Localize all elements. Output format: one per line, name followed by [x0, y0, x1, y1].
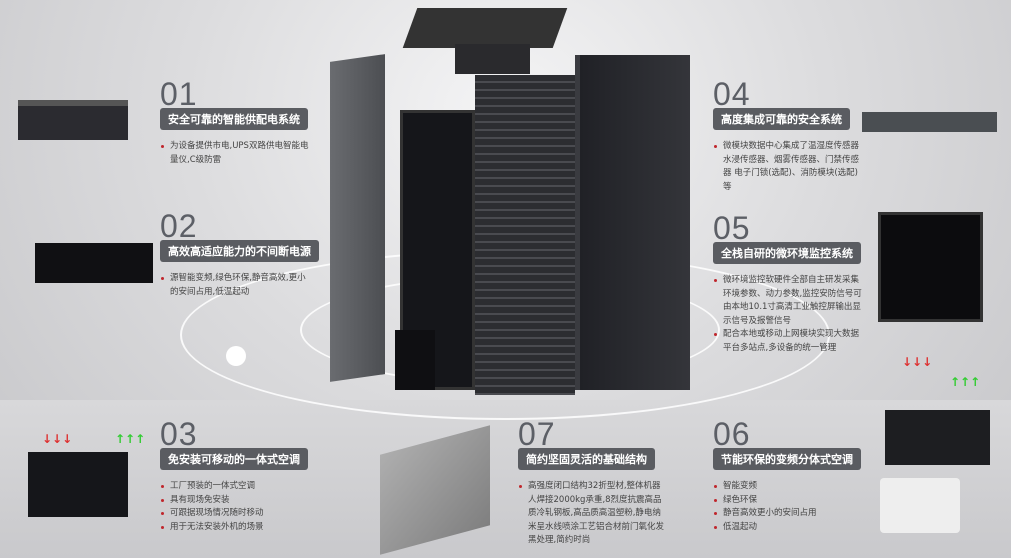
section-07: 07 简约坚固灵活的基础结构 高强度闭口结构32折型材,整体机器人焊接2000k… [518, 416, 668, 548]
split-ac-outdoor-image [880, 478, 960, 533]
bullet: 静音高效更小的安间占用 [713, 507, 863, 521]
cold-arrow-icon: ↑↑↑ [115, 432, 146, 446]
pdu-image [18, 100, 128, 140]
section-number: 07 [518, 416, 556, 452]
hot-arrow-icon: ↓↓↓ [42, 432, 73, 446]
section-title: 高效高适应能力的不间断电源 [160, 240, 319, 262]
bullet: 用于无法安装外机的场景 [160, 521, 310, 535]
section-number: 03 [160, 416, 198, 452]
section-number: 04 [713, 76, 751, 112]
bullet: 配合本地或移动上网模块实现大数据平台多站点,多设备的统一管理 [713, 328, 865, 355]
section-title: 简约坚固灵活的基础结构 [518, 448, 655, 470]
split-ac-indoor-image [885, 410, 990, 465]
section-title: 免安装可移动的一体式空调 [160, 448, 308, 470]
section-title: 高度集成可靠的安全系统 [713, 108, 850, 130]
section-02: 02 高效高适应能力的不间断电源 源智能变频,绿色环保,静音高效,更小的安间占用… [160, 208, 319, 299]
touchscreen-image [878, 212, 983, 322]
section-title: 全栈自研的微环境监控系统 [713, 242, 861, 264]
bullet: 低温起动 [713, 521, 863, 535]
bullet: 具有现场免安装 [160, 494, 310, 508]
bullet: 高强度闭口结构32折型材,整体机器人焊接2000kg承重,8烈度抗震高品质冷轧钢… [518, 480, 668, 548]
section-05: 05 全栈自研的微环境监控系统 微环境监控软硬件全部自主研发采集环境参数、动力参… [713, 210, 865, 355]
bullet: 为设备提供市电,UPS双路供电智能电量仪,C级防雷 [160, 140, 310, 167]
section-title: 安全可靠的智能供配电系统 [160, 108, 308, 130]
section-number: 06 [713, 416, 751, 452]
section-title: 节能环保的变频分体式空调 [713, 448, 861, 470]
floor [0, 400, 1011, 558]
bullet: 微模块数据中心集成了温湿度传感器水浸传感器、烟雾传感器、门禁传感器 电子门锁(选… [713, 140, 863, 194]
bullet: 工厂预装的一体式空调 [160, 480, 310, 494]
bullet: 源智能变频,绿色环保,静音高效,更小的安间占用,低温起动 [160, 272, 310, 299]
hot-arrow-icon: ↓↓↓ [902, 355, 933, 369]
bullet: 微环境监控软硬件全部自主研发采集环境参数、动力参数,监控安防信号可由本地10.1… [713, 274, 865, 328]
integrated-ac-image [28, 452, 128, 517]
section-04: 04 高度集成可靠的安全系统 微模块数据中心集成了温湿度传感器水浸传感器、烟雾传… [713, 76, 863, 194]
section-03: 03 免安装可移动的一体式空调 工厂预装的一体式空调具有现场免安装可跟据现场情况… [160, 416, 310, 535]
bullet: 智能变频 [713, 480, 863, 494]
section-01: 01 安全可靠的智能供配电系统 为设备提供市电,UPS双路供电智能电量仪,C级防… [160, 76, 310, 167]
orbit-dot [226, 346, 246, 366]
bullet: 绿色环保 [713, 494, 863, 508]
section-number: 02 [160, 208, 198, 244]
section-06: 06 节能环保的变频分体式空调 智能变频绿色环保静音高效更小的安间占用低温起动 [713, 416, 863, 535]
section-number: 05 [713, 210, 751, 246]
gateway-image [862, 112, 997, 132]
section-number: 01 [160, 76, 198, 112]
cold-arrow-icon: ↑↑↑ [950, 375, 981, 389]
ups-image [35, 243, 153, 283]
bullet: 可跟据现场情况随时移动 [160, 507, 310, 521]
